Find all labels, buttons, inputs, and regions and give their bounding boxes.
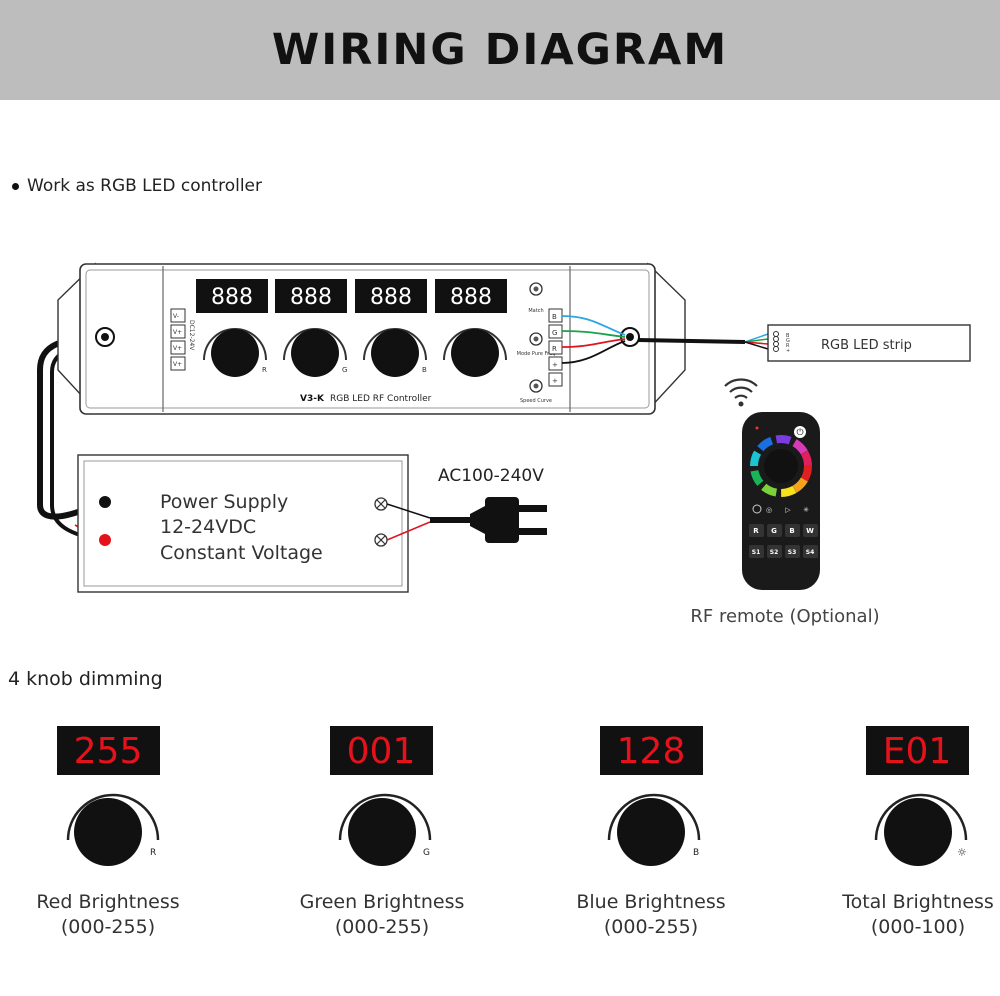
left-terminal-block: V- V+ V+ V+ DC12-24V	[170, 308, 195, 371]
caption-name: Blue Brightness	[576, 891, 726, 913]
knob-red-brightness: 255 R	[57, 726, 160, 866]
svg-text:+: +	[552, 361, 558, 369]
svg-text:+: +	[552, 377, 558, 385]
remote-mode-icon: ◎	[766, 506, 772, 514]
ps-line1: Power Supply	[160, 491, 288, 513]
svg-text:S2: S2	[770, 549, 779, 556]
knob-blue-brightness: 128 B	[600, 726, 703, 866]
ac-plug-icon	[470, 497, 547, 543]
svg-text:G: G	[771, 527, 777, 535]
caption-range: (000-100)	[870, 916, 966, 938]
svg-text:B: B	[786, 333, 790, 339]
blue-display: 128	[617, 731, 686, 772]
right-terminal-block: B G R + +	[548, 308, 563, 387]
caption-blue: Blue Brightness (000-255)	[551, 890, 751, 940]
power-supply: Power Supply 12-24VDC Constant Voltage	[77, 454, 409, 593]
caption-range: (000-255)	[603, 916, 699, 938]
knob-green-brightness: 001 G	[330, 726, 433, 866]
controller-knob-blue: B	[363, 328, 427, 377]
svg-text:G: G	[552, 329, 557, 337]
strip-label: RGB LED strip	[821, 338, 912, 353]
remote-color-row: R G B W	[749, 524, 818, 537]
ps-line2: 12-24VDC	[160, 516, 256, 538]
intro-text: Work as RGB LED controller	[27, 176, 262, 196]
svg-text:S1: S1	[752, 549, 761, 556]
intro-line: Work as RGB LED controller	[12, 176, 262, 196]
svg-text:S4: S4	[806, 549, 815, 556]
remote-scene-row: S1 S2 S3 S4	[749, 545, 818, 558]
svg-text:B: B	[789, 527, 794, 535]
caption-range: (000-255)	[334, 916, 430, 938]
svg-text:V-: V-	[173, 313, 179, 320]
total-display: E01	[883, 731, 952, 772]
ps-line3: Constant Voltage	[160, 542, 323, 564]
svg-text:B: B	[552, 313, 557, 321]
controller-knob-red: R	[203, 328, 267, 377]
caption-range: (000-255)	[60, 916, 156, 938]
svg-text:S3: S3	[788, 549, 797, 556]
power-icon: ⏻	[796, 427, 803, 438]
svg-text:R: R	[150, 848, 156, 858]
remote-speed-icon: ▷	[785, 506, 791, 514]
display-digits: 888	[450, 285, 492, 310]
svg-text:G: G	[342, 366, 347, 374]
caption-name: Red Brightness	[36, 891, 180, 913]
svg-text:B: B	[422, 366, 427, 374]
svg-text:V+: V+	[173, 361, 182, 368]
display-digits: 888	[290, 285, 332, 310]
controller-knob-total	[443, 328, 507, 377]
svg-text:G: G	[423, 848, 430, 858]
caption-red: Red Brightness (000-255)	[8, 890, 208, 940]
display-digits: 888	[370, 285, 412, 310]
svg-text:G: G	[786, 338, 790, 344]
caption-name: Total Brightness	[842, 891, 994, 913]
bullet-icon	[12, 182, 19, 190]
knob-total-brightness: E01 ☼	[866, 726, 969, 866]
svg-text:B: B	[693, 848, 699, 858]
strip-cable	[637, 338, 746, 344]
svg-text:R: R	[552, 345, 557, 353]
svg-text:R: R	[753, 527, 759, 535]
green-display: 001	[347, 731, 416, 772]
caption-name: Green Brightness	[299, 891, 465, 913]
rf-remote: ⏻ ◎ ▷ ✳ R G B W S1 S2	[742, 412, 820, 590]
controller-knob-green: G	[283, 328, 347, 377]
match-label: Match	[528, 308, 543, 314]
controller: 888 888 888 888 R G B V- V+ V+ V+ DC12-2…	[57, 262, 686, 415]
remote-bright-icon: ✳	[803, 506, 809, 514]
controller-display-3: 888	[355, 279, 427, 313]
mode-label: Mode Pure Freq	[517, 351, 556, 357]
controller-display-1: 888	[196, 279, 268, 313]
ac-terminal-2	[374, 533, 388, 547]
ac-label: AC100-240V	[438, 466, 544, 486]
display-digits: 888	[211, 285, 253, 310]
rgb-led-strip: B G R + RGB LED strip	[767, 324, 971, 362]
controller-display-4: 888	[435, 279, 507, 313]
page-title: WIRING DIAGRAM	[271, 25, 729, 75]
caption-green: Green Brightness (000-255)	[282, 890, 482, 940]
svg-text:V+: V+	[173, 329, 182, 336]
wireless-signal-icon	[724, 378, 758, 407]
speed-label: Speed Curve	[520, 398, 552, 404]
svg-text:R: R	[262, 366, 267, 374]
remote-caption: RF remote (Optional)	[690, 606, 879, 627]
caption-total: Total Brightness (000-100)	[818, 890, 1000, 940]
controller-display-2: 888	[275, 279, 347, 313]
controller-buttons: Match Mode Pure Freq Speed Curve	[517, 282, 556, 404]
title-banner: WIRING DIAGRAM	[0, 0, 1000, 100]
red-display: 255	[74, 731, 143, 772]
svg-text:R: R	[786, 343, 790, 349]
svg-text:V+: V+	[173, 345, 182, 352]
dc-input-label: DC12-24V	[188, 320, 195, 351]
controller-model: V3-K	[300, 394, 325, 404]
dimming-title: 4 knob dimming	[8, 668, 163, 690]
ac-terminal-1	[374, 497, 388, 511]
svg-text:W: W	[806, 527, 814, 535]
sun-icon: ☼	[957, 846, 967, 859]
controller-name: RGB LED RF Controller	[330, 394, 432, 404]
svg-text:+: +	[786, 348, 790, 354]
